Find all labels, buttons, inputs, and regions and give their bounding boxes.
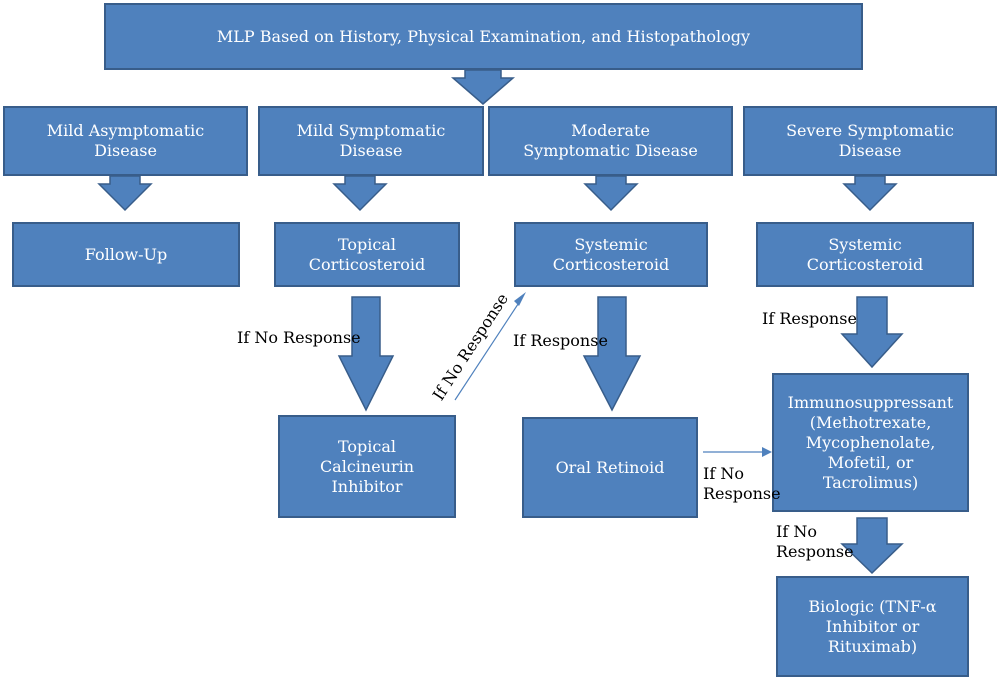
treatment-oral-retinoid: Oral Retinoid (522, 417, 698, 518)
treatment-topical-calcineurin-inhibitor: Topical Calcineurin Inhibitor (278, 415, 456, 518)
treatment-line: Corticosteroid (806, 254, 924, 274)
block-arrow-cat3-down (583, 175, 639, 212)
category-severe-symptomatic: Severe Symptomatic Disease (743, 106, 997, 176)
block-arrow-systemic-down (582, 296, 642, 412)
treatment-line: Corticosteroid (308, 254, 426, 274)
treatment-immunosuppressant: Immunosuppressant (Methotrexate, Mycophe… (772, 373, 969, 512)
treatment-topical-corticosteroid: Topical Corticosteroid (274, 222, 460, 287)
treatment-line: Tacrolimus) (822, 472, 919, 492)
block-arrow-cat2-down (332, 175, 388, 212)
treatment-line: Calcineurin (319, 456, 415, 476)
title-text: MLP Based on History, Physical Examinati… (216, 26, 751, 46)
category-line: Mild Asymptomatic (46, 121, 205, 140)
treatment-line: Topical (337, 234, 397, 254)
title-box: MLP Based on History, Physical Examinati… (104, 3, 863, 70)
treatment-line: (Methotrexate, (809, 412, 932, 432)
treatment-line: Mycophenolate, (805, 432, 936, 452)
treatment-line: Biologic (TNF-α (808, 596, 937, 616)
treatment-line: Topical (337, 436, 397, 456)
treatment-systemic-corticosteroid-severe: Systemic Corticosteroid (756, 222, 974, 287)
label-line: If No (776, 522, 817, 541)
label-if-no-response-immuno: If No Response (776, 522, 854, 562)
treatment-follow-up: Follow-Up (12, 222, 240, 287)
block-arrow-severe-down (840, 296, 904, 369)
label-if-response-severe: If Response (762, 309, 857, 328)
treatment-line: Inhibitor (331, 476, 403, 496)
treatment-line: Rituximab) (827, 636, 918, 656)
category-moderate-symptomatic: Moderate Symptomatic Disease (488, 106, 733, 176)
label-if-no-response-retinoid: If No Response (703, 464, 781, 504)
category-mild-asymptomatic: Mild Asymptomatic Disease (3, 106, 248, 176)
treatment-line: Follow-Up (84, 244, 168, 264)
treatment-line: Mofetil, or (827, 452, 914, 472)
block-arrow-immuno-down (840, 517, 904, 575)
category-mild-symptomatic: Mild Symptomatic Disease (258, 106, 484, 176)
treatment-line: Systemic (574, 234, 648, 254)
treatment-line: Oral Retinoid (555, 457, 665, 477)
category-line: Symptomatic Disease (523, 141, 698, 160)
label-line: If No (703, 464, 744, 483)
treatment-line: Inhibitor or (825, 616, 920, 636)
treatment-line: Corticosteroid (552, 254, 670, 274)
block-arrow-title-down (450, 69, 516, 105)
category-line: Disease (339, 141, 403, 160)
thin-arrow-diagonal (454, 297, 523, 401)
label-if-response-moderate: If Response (513, 331, 608, 350)
treatment-systemic-corticosteroid-moderate: Systemic Corticosteroid (514, 222, 708, 287)
treatment-line: Immunosuppressant (787, 392, 954, 412)
thin-arrowhead-horizontal (762, 447, 772, 457)
label-line: Response (703, 484, 781, 503)
block-arrow-topical-down (337, 296, 395, 412)
thin-arrowhead-diagonal (514, 292, 526, 306)
category-line: Severe Symptomatic (786, 121, 954, 140)
block-arrow-cat1-down (97, 175, 153, 212)
category-line: Mild Symptomatic (296, 121, 446, 140)
category-line: Disease (838, 141, 902, 160)
block-arrow-cat4-down (842, 175, 898, 212)
label-if-no-response-topical: If No Response (237, 328, 361, 347)
category-line: Disease (94, 141, 157, 160)
category-line: Moderate (571, 121, 650, 140)
treatment-biologic: Biologic (TNF-α Inhibitor or Rituximab) (776, 576, 969, 677)
label-line: Response (776, 542, 854, 561)
treatment-line: Systemic (828, 234, 902, 254)
